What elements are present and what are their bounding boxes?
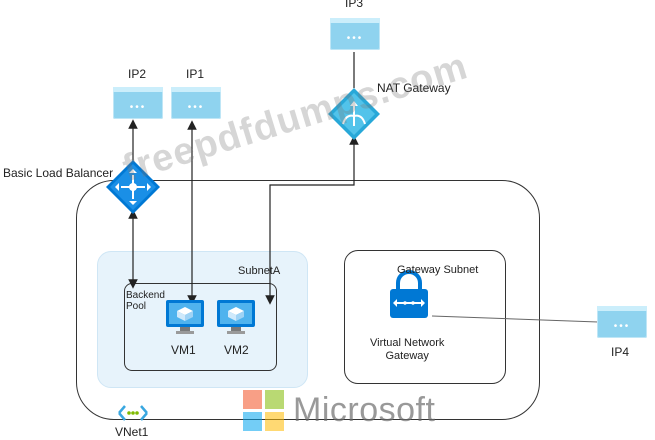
microsoft-wordmark: Microsoft: [293, 391, 436, 429]
ip4-label: IP4: [611, 345, 630, 359]
subnet-a-label: SubnetA: [238, 265, 281, 277]
vm2-monitor-icon: [217, 300, 255, 334]
load-balancer-icon: [106, 160, 160, 214]
nat-gateway-icon: [328, 88, 380, 140]
vnet-gateway-label: Virtual Network Gateway: [370, 337, 445, 362]
ip4-card: •••: [597, 306, 647, 338]
ip3-card: •••: [330, 18, 380, 50]
backend-pool-label: Backend Pool: [126, 290, 165, 312]
ip2-card: •••: [113, 87, 163, 119]
nat-gateway-label: NAT Gateway: [377, 81, 451, 95]
ip1-card: •••: [171, 87, 221, 119]
vm1-monitor-icon: [166, 300, 204, 334]
vpn-gateway-icon: [390, 270, 428, 318]
vnet-label: VNet1: [115, 425, 149, 439]
link-nat-vm2: [265, 135, 359, 305]
vm2-label: VM2: [224, 343, 249, 357]
ip3-label: IP3: [345, 0, 364, 10]
gateway-subnet-label: Gateway Subnet: [397, 264, 479, 276]
load-balancer-label: Basic Load Balancer: [3, 166, 114, 180]
link-gateway-ip4: [431, 315, 599, 323]
vm1-label: VM1: [171, 343, 196, 357]
ip2-label: IP2: [128, 67, 147, 81]
virtual-network-icon: [118, 405, 148, 421]
ip1-label: IP1: [186, 67, 205, 81]
microsoft-logo: [243, 390, 285, 432]
